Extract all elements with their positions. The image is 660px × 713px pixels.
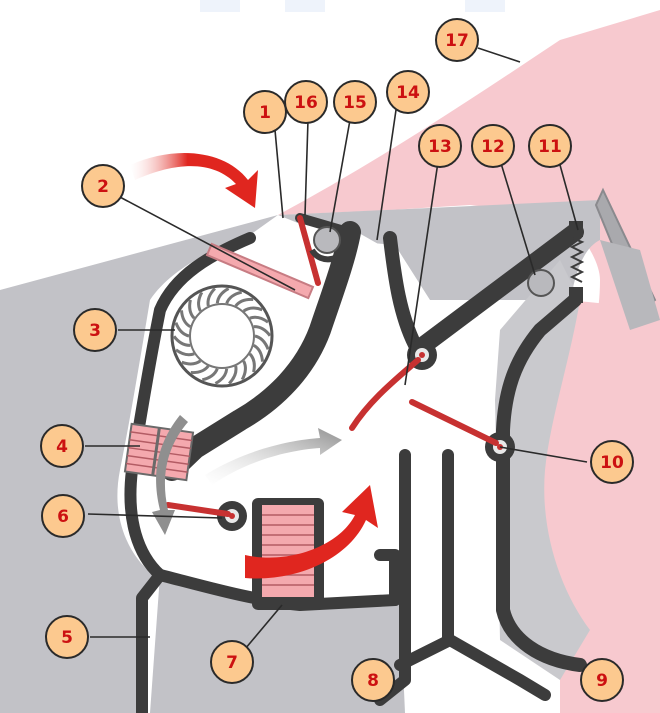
callout-label: 6 [57, 507, 69, 527]
callout-7: 7 [211, 641, 253, 683]
callout-5: 5 [46, 616, 88, 658]
callout-label: 12 [481, 137, 505, 157]
callout-13: 13 [419, 125, 461, 167]
callout-label: 16 [294, 93, 318, 113]
callout-label: 17 [445, 31, 469, 51]
callout-label: 15 [343, 93, 367, 113]
callout-6: 6 [42, 495, 84, 537]
callout-15: 15 [334, 81, 376, 123]
callout-label: 7 [226, 653, 238, 673]
round-knob-15 [314, 227, 340, 253]
callout-label: 13 [428, 137, 452, 157]
callout-12: 12 [472, 125, 514, 167]
callout-label: 11 [538, 137, 562, 157]
callout-14: 14 [387, 71, 429, 113]
callout-label: 8 [367, 671, 379, 691]
faint-header-tabs [200, 0, 505, 12]
callout-label: 14 [396, 83, 420, 103]
callout-label: 4 [56, 437, 68, 457]
callout-label: 10 [600, 453, 624, 473]
callout-17: 17 [436, 19, 478, 61]
callout-9: 9 [581, 659, 623, 701]
callout-label: 9 [596, 671, 608, 691]
callout-1: 1 [244, 91, 286, 133]
blower-fan [172, 286, 272, 386]
callout-10: 10 [591, 441, 633, 483]
red-flow-arrow-top [130, 153, 258, 208]
callout-4: 4 [41, 425, 83, 467]
callout-11: 11 [529, 125, 571, 167]
callout-8: 8 [352, 659, 394, 701]
callout-2: 2 [82, 165, 124, 207]
callout-3: 3 [74, 309, 116, 351]
round-knob-12 [528, 270, 554, 296]
callout-label: 3 [89, 321, 101, 341]
callout-label: 1 [259, 103, 271, 123]
callout-16: 16 [285, 81, 327, 123]
callout-label: 5 [61, 628, 73, 648]
callout-label: 2 [97, 177, 109, 197]
